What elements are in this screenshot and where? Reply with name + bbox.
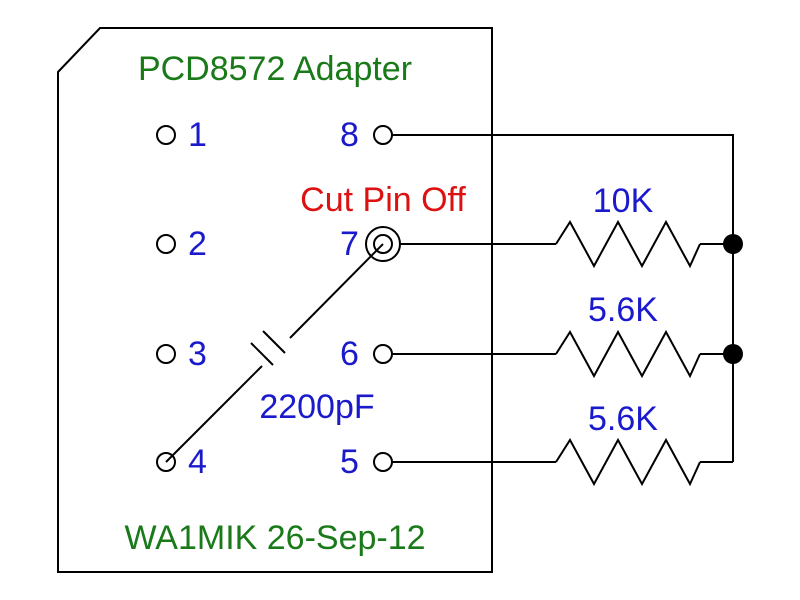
- pin-3-pad: [156, 344, 176, 364]
- pin-5-label: 5: [340, 443, 359, 481]
- resistor-10k-zigzag: [555, 219, 701, 269]
- resistor-5k6-a-label: 5.6K: [588, 291, 658, 329]
- capacitor-plate-a: [250, 342, 274, 366]
- junction-dot-upper: [723, 234, 743, 254]
- resistor-5k6-b-zigzag: [555, 437, 701, 487]
- pin-8-label: 8: [340, 116, 359, 154]
- capacitor-lead-lower: [165, 365, 263, 463]
- pin-2-pad: [156, 234, 176, 254]
- capacitor-value-label: 2200pF: [259, 388, 374, 426]
- junction-dot-lower: [723, 344, 743, 364]
- resistor-10k-label: 10K: [593, 182, 654, 220]
- board-title: PCD8572 Adapter: [138, 50, 412, 88]
- capacitor-lead-upper: [289, 243, 384, 339]
- pin-4-label: 4: [188, 443, 207, 481]
- resistor-5k6-b-label: 5.6K: [588, 400, 658, 438]
- pin-2-label: 2: [188, 225, 207, 263]
- pin-4-pad: [156, 452, 176, 472]
- pin-6-label: 6: [340, 335, 359, 373]
- board-footer: WA1MIK 26-Sep-12: [124, 519, 425, 557]
- pin-1-pad: [156, 125, 176, 145]
- pin-3-label: 3: [188, 335, 207, 373]
- pin-6-pad: [373, 344, 393, 364]
- resistor-5k6-a-zigzag: [555, 329, 701, 379]
- pin-7-label: 7: [340, 225, 359, 263]
- pin-8-wire: [392, 134, 734, 244]
- cut-pin-note: Cut Pin Off: [300, 181, 466, 219]
- capacitor-plate-b: [262, 330, 286, 354]
- adapter-board-outline: [57, 27, 493, 573]
- pin-8-pad: [373, 125, 393, 145]
- pin-5-pad: [373, 452, 393, 472]
- pin-1-label: 1: [188, 116, 207, 154]
- pin-7-pad: [373, 234, 393, 254]
